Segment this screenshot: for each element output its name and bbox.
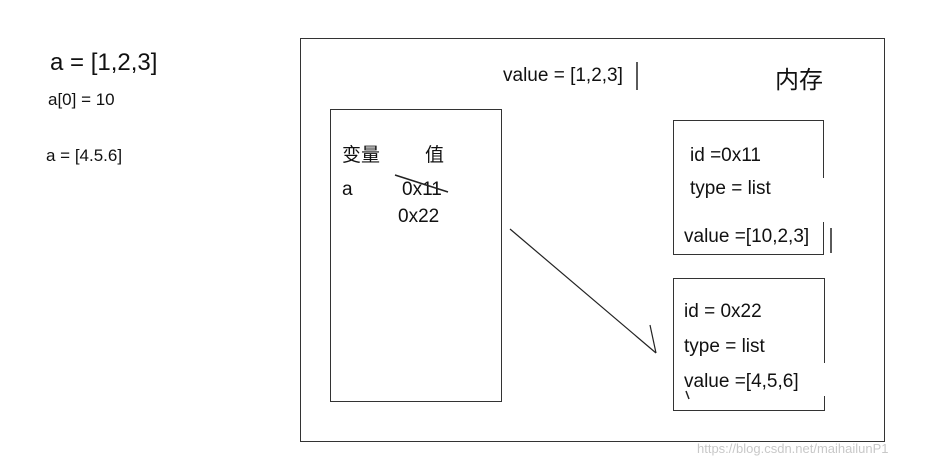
memory-value-note: value = [1,2,3] bbox=[503, 65, 623, 86]
object1-value: value =[10,2,3] bbox=[684, 226, 810, 247]
object-box-0x11-right-edge-lower bbox=[823, 222, 824, 255]
object1-id: id =0x11 bbox=[690, 145, 761, 166]
object-box-0x22-right-edge bbox=[824, 278, 825, 363]
memory-title: 内存 bbox=[775, 66, 823, 94]
code-line-index-assign: a[0] = 10 bbox=[48, 90, 115, 109]
pointer-arrow-head bbox=[649, 324, 657, 354]
variable-old-address: 0x11 bbox=[402, 179, 442, 200]
object2-type: type = list bbox=[684, 336, 765, 357]
object2-value: value =[4,5,6] bbox=[684, 371, 799, 392]
value-header: 值 bbox=[425, 144, 445, 166]
object1-type: type = list bbox=[690, 178, 771, 199]
variable-new-address: 0x22 bbox=[398, 206, 440, 227]
object-box-0x22-right-edge-lower bbox=[824, 396, 825, 411]
memory-region bbox=[300, 38, 885, 442]
stray-mark bbox=[685, 390, 690, 400]
code-line-assign-list: a = [1,2,3] bbox=[50, 49, 158, 76]
object2-id: id = 0x22 bbox=[684, 301, 762, 322]
object-box-0x11-right-edge bbox=[823, 120, 824, 178]
strike-old-address bbox=[394, 174, 449, 193]
variable-header: 变量 bbox=[342, 144, 381, 166]
object-box-0x11 bbox=[673, 120, 824, 255]
variable-name-a: a bbox=[342, 179, 353, 200]
variable-table bbox=[330, 109, 502, 402]
object-box-0x22 bbox=[673, 278, 825, 411]
pointer-arrow-line bbox=[509, 228, 657, 354]
code-line-reassign: a = [4.5.6] bbox=[46, 146, 123, 165]
watermark-text: https://blog.csdn.net/maihailunP1 bbox=[697, 441, 889, 456]
